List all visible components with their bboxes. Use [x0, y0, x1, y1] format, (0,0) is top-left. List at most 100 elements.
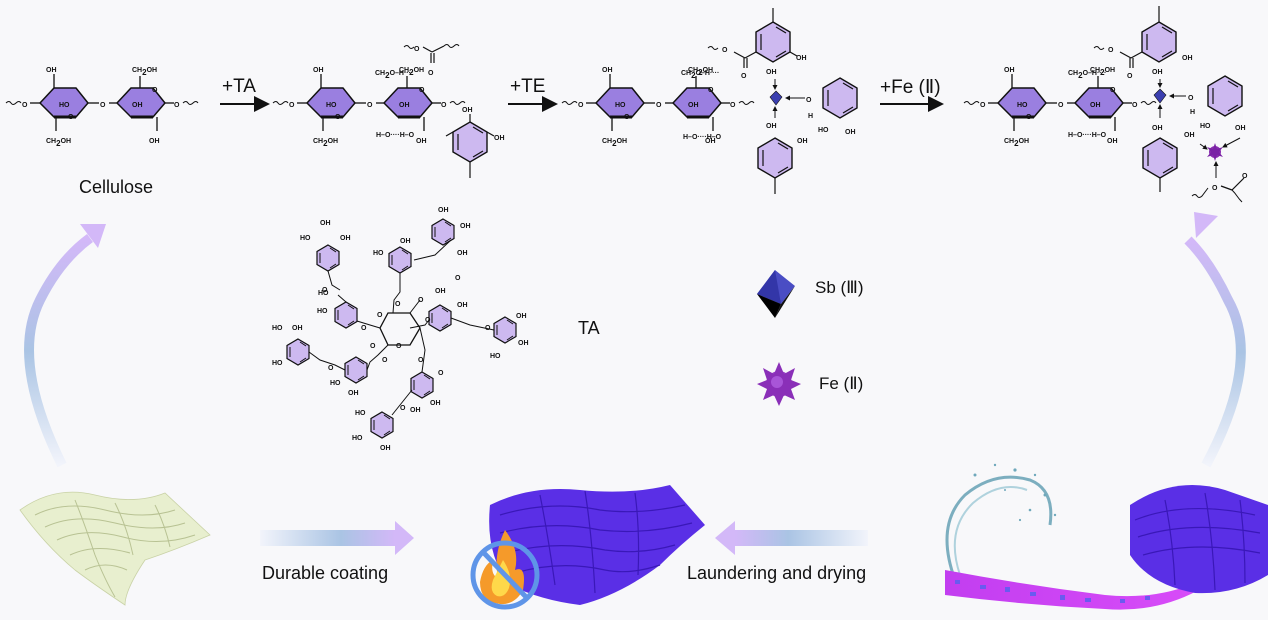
svg-text:O: O [418, 297, 424, 304]
svg-text:HO: HO [352, 435, 363, 442]
svg-text:O: O [806, 97, 812, 104]
svg-text:OH: OH [1235, 125, 1246, 132]
hbond-stage4: H–O····H–O [1068, 132, 1107, 139]
svg-text:HO: HO [272, 360, 283, 367]
svg-text:H: H [1190, 109, 1195, 116]
step-fe-label: +Fe (Ⅱ) [880, 77, 941, 98]
hbond-stage2: H–O····H–O [376, 132, 415, 139]
svg-text:OH: OH [348, 390, 359, 397]
svg-text:OH: OH [430, 400, 441, 407]
legend: Sb (Ⅲ) Fe (Ⅱ) [755, 268, 955, 408]
durable-coating-label: Durable coating [262, 563, 389, 583]
svg-text:HO: HO [300, 235, 311, 242]
svg-text:OH: OH [1152, 69, 1163, 76]
svg-text:HO: HO [818, 127, 829, 134]
svg-text:HO: HO [373, 250, 384, 257]
cellulose-structure-te [560, 65, 756, 150]
svg-text:OH: OH [320, 220, 331, 227]
svg-text:CH2O–H····: CH2O–H···· [375, 70, 413, 80]
svg-text:O: O [418, 357, 424, 364]
svg-text:O: O [361, 325, 367, 332]
svg-text:O: O [1242, 173, 1248, 180]
svg-text:HO: HO [330, 380, 341, 387]
hbond-stage3: H–O····H–O [683, 134, 722, 141]
svg-text:OH: OH [292, 325, 303, 332]
svg-text:O: O [425, 317, 431, 324]
svg-text:OH: OH [438, 207, 449, 214]
cellulose-label: Cellulose [79, 177, 154, 197]
svg-text:O: O [382, 357, 388, 364]
svg-text:OH: OH [766, 123, 777, 130]
svg-text:OH: OH [766, 69, 777, 76]
fe-site-stage4 [1207, 143, 1223, 161]
svg-text:HO: HO [272, 325, 283, 332]
svg-text:O: O [377, 312, 383, 319]
cycle-arrow-left [24, 224, 106, 468]
ch2oh-hbond-stage3: CH2O–H···· [681, 70, 719, 80]
ch2oh-hbond-stage4: CH2O–H···· [1068, 70, 1106, 80]
arrow-laundering [715, 521, 868, 555]
svg-text:HO: HO [318, 290, 329, 297]
phenol-right-stage4: O H HO OH [1188, 75, 1246, 132]
svg-text:OH: OH [462, 107, 473, 114]
svg-text:H: H [808, 113, 813, 120]
ester-group-stage4: O O [1191, 173, 1248, 203]
svg-text:OH: OH [796, 55, 807, 62]
ester-group-stage2: O O CH2O–H···· [375, 44, 460, 80]
phenol-bottom-stage3: OH OH [757, 123, 808, 194]
svg-text:OH: OH [494, 135, 505, 142]
svg-text:HO: HO [1200, 123, 1211, 130]
svg-text:OH: OH [1184, 132, 1195, 139]
svg-text:O: O [1108, 47, 1114, 54]
svg-text:O: O [395, 301, 401, 308]
svg-text:O: O [396, 343, 402, 350]
svg-text:OH: OH [797, 138, 808, 145]
svg-text:O: O [322, 287, 328, 294]
svg-text:OH: OH [460, 223, 471, 230]
svg-text:OH: OH [1182, 55, 1193, 62]
svg-text:O: O [485, 325, 491, 332]
cellulose-structure-ta [271, 65, 467, 150]
svg-text:OH: OH [340, 235, 351, 242]
svg-text:OH: OH [457, 302, 468, 309]
svg-text:OH: OH [518, 340, 529, 347]
svg-text:O: O [1188, 95, 1194, 102]
svg-text:HO: HO [355, 410, 366, 417]
svg-text:O: O [370, 343, 376, 350]
svg-text:O: O [741, 73, 747, 80]
svg-text:OH: OH [410, 407, 421, 414]
svg-text:O: O [400, 405, 406, 412]
phenol-ring-stage2: OH OH [445, 107, 505, 178]
coated-fabric [489, 485, 705, 605]
step-te-label: +TE [510, 76, 546, 97]
svg-text:O: O [438, 370, 444, 377]
svg-text:O: O [414, 46, 420, 53]
svg-text:HO: HO [490, 353, 501, 360]
ta-label: TA [578, 318, 600, 338]
svg-text:O: O [455, 275, 461, 282]
gallate-top-stage3: O O OH OH [707, 8, 807, 80]
sb-site-stage4 [1153, 88, 1167, 104]
laundering-label: Laundering and drying [687, 563, 867, 583]
svg-text:OH: OH [845, 129, 856, 136]
gallate-top-stage4: O O OH OH [1093, 6, 1193, 80]
svg-text:HO: HO [317, 308, 328, 315]
reaction-scheme: O OH HO O CH2OH O O CH2OH OH OH O [4, 6, 1248, 203]
step-ta-label: +TA [222, 76, 256, 97]
svg-text:O: O [328, 365, 334, 372]
legend-sb-label: Sb (Ⅲ) [815, 278, 864, 297]
svg-text:O: O [722, 47, 728, 54]
cycle-arrow-right [1184, 212, 1246, 468]
octahedron-icon [757, 270, 795, 318]
svg-text:OH: OH [435, 288, 446, 295]
svg-text:OH: OH [1152, 125, 1163, 132]
arrow-durable-coating [260, 521, 414, 555]
phenol-right-stage3: O H HO OH [806, 77, 858, 136]
svg-text:O: O [428, 70, 434, 77]
raw-cotton-fabric [19, 491, 211, 606]
svg-text:OH: OH [400, 238, 411, 245]
svg-text:O: O [1212, 185, 1218, 192]
svg-text:O: O [1127, 73, 1133, 80]
star-cluster-icon [757, 362, 801, 406]
